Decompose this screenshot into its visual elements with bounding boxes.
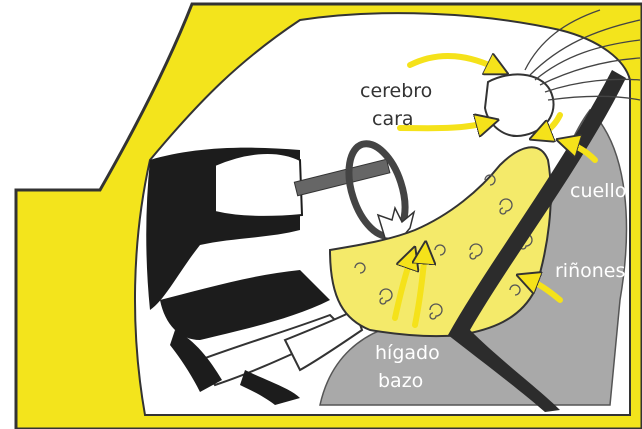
label-bazo: bazo	[378, 372, 423, 391]
label-higado: hígado	[375, 344, 440, 363]
label-rinones: riñones	[555, 262, 625, 281]
label-cuello: cuello	[570, 182, 626, 201]
label-cara: cara	[372, 110, 414, 129]
steering-column-housing	[215, 153, 302, 217]
label-cerebro: cerebro	[360, 82, 432, 101]
